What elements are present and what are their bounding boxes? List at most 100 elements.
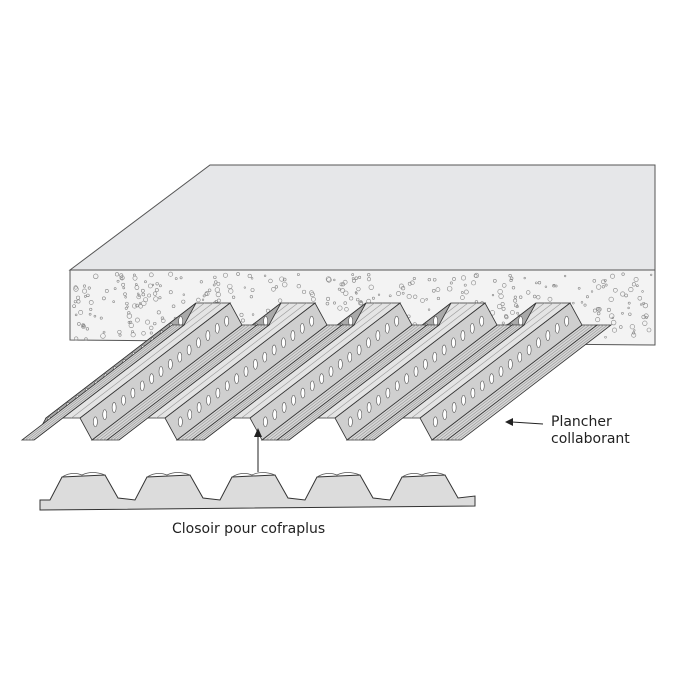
aggregate-speck [632, 331, 636, 335]
deck-stiffener [350, 324, 501, 441]
aggregate-speck [452, 277, 456, 281]
aggregate-speck [427, 308, 431, 311]
embossment-hole [441, 344, 447, 356]
embossment-hole [139, 380, 145, 392]
deck-stiffener [443, 324, 594, 441]
aggregate-speck [446, 286, 453, 292]
aggregate-speck [138, 302, 142, 305]
deck-label-line2: collaborant [551, 431, 630, 447]
embossment-hole [243, 366, 249, 377]
aggregate-speck [76, 295, 81, 300]
closure-profile [39, 474, 476, 511]
aggregate-speck [604, 335, 607, 339]
aggregate-speck [601, 285, 605, 289]
embossment-hole [433, 416, 438, 428]
aggregate-speck [85, 327, 89, 331]
aggregate-speck [592, 279, 597, 283]
aggregate-speck [601, 279, 606, 284]
aggregate-speck [595, 317, 601, 323]
embossment-hole [413, 366, 419, 377]
aggregate-speck [152, 291, 158, 296]
deck-stiffener [30, 324, 182, 441]
aggregate-speck [127, 311, 131, 315]
aggregate-speck [352, 279, 356, 283]
aggregate-speck [171, 304, 176, 309]
deck-stiffener [370, 324, 522, 441]
aggregate-speck [396, 291, 401, 296]
deck-stiffener [184, 324, 335, 441]
deck-stiffener [367, 324, 519, 441]
aggregate-speck [296, 283, 301, 289]
aggregate-speck [596, 284, 602, 290]
aggregate-speck [356, 297, 360, 302]
embossment-hole [262, 351, 268, 363]
aggregate-speck [621, 272, 625, 276]
aggregate-speck [268, 278, 273, 284]
embossment-hole [263, 416, 268, 428]
aggregate-speck [87, 286, 91, 290]
aggregate-speck [515, 305, 519, 309]
aggregate-speck [128, 322, 134, 328]
aggregate-speck [412, 276, 416, 281]
aggregate-speck [149, 331, 153, 335]
deck-stiffener [282, 324, 434, 441]
aggregate-speck [340, 288, 346, 293]
aggregate-speck [231, 295, 236, 299]
embossment-hole [309, 380, 315, 392]
aggregate-speck [82, 284, 87, 288]
deck-stiffener [194, 324, 346, 441]
aggregate-speck [265, 308, 270, 313]
aggregate-speck [302, 289, 307, 294]
embossment-hole [272, 409, 278, 420]
aggregate-speck [636, 284, 639, 288]
closure-top-texture [316, 472, 361, 478]
concrete-aggregate-texture [72, 271, 653, 342]
aggregate-speck [240, 318, 245, 323]
deck-label: Plancher collaborant [551, 414, 630, 448]
aggregate-speck [149, 272, 154, 278]
embossment-hole [102, 409, 108, 420]
aggregate-speck [359, 301, 364, 306]
aggregate-speck [368, 284, 374, 290]
aggregate-speck [572, 301, 575, 305]
aggregate-speck [144, 280, 147, 284]
aggregate-speck [596, 311, 601, 316]
aggregate-speck [74, 313, 78, 317]
aggregate-speck [633, 329, 636, 332]
embossment-hole [291, 394, 296, 406]
aggregate-speck [621, 311, 624, 315]
aggregate-speck [606, 307, 611, 312]
embossment-hole [479, 380, 485, 392]
aggregate-speck [93, 314, 97, 318]
embossment-hole [357, 409, 363, 420]
aggregate-speck [500, 302, 505, 307]
aggregate-speck [213, 275, 217, 280]
aggregate-speck [509, 278, 513, 282]
deck-stiffener [435, 324, 586, 441]
aggregate-speck [202, 294, 206, 298]
aggregate-speck [153, 296, 159, 302]
aggregate-speck [631, 332, 637, 338]
deck-stiffener [197, 324, 349, 441]
embossment-hole [470, 387, 476, 399]
deck-stiffener [358, 324, 509, 441]
embossment-hole [385, 387, 391, 399]
aggregate-speck [535, 281, 538, 285]
aggregate-speck [337, 305, 343, 311]
aggregate-speck [513, 295, 517, 299]
deck-stiffener [354, 324, 505, 441]
aggregate-speck [501, 306, 506, 311]
aggregate-speck [388, 294, 392, 298]
deck-stiffener [285, 324, 437, 441]
embossment-hole [451, 337, 456, 349]
embossment-hole [356, 344, 362, 356]
aggregate-speck [132, 275, 138, 281]
aggregate-speck [523, 276, 526, 280]
deck-label-line1: Plancher [551, 414, 612, 430]
deck-stiffener [279, 324, 431, 441]
embossment-hole [177, 351, 183, 363]
aggregate-speck [78, 310, 84, 315]
aggregate-speck [236, 272, 240, 276]
aggregate-speck [432, 277, 437, 282]
deck-stiffener [99, 324, 250, 441]
